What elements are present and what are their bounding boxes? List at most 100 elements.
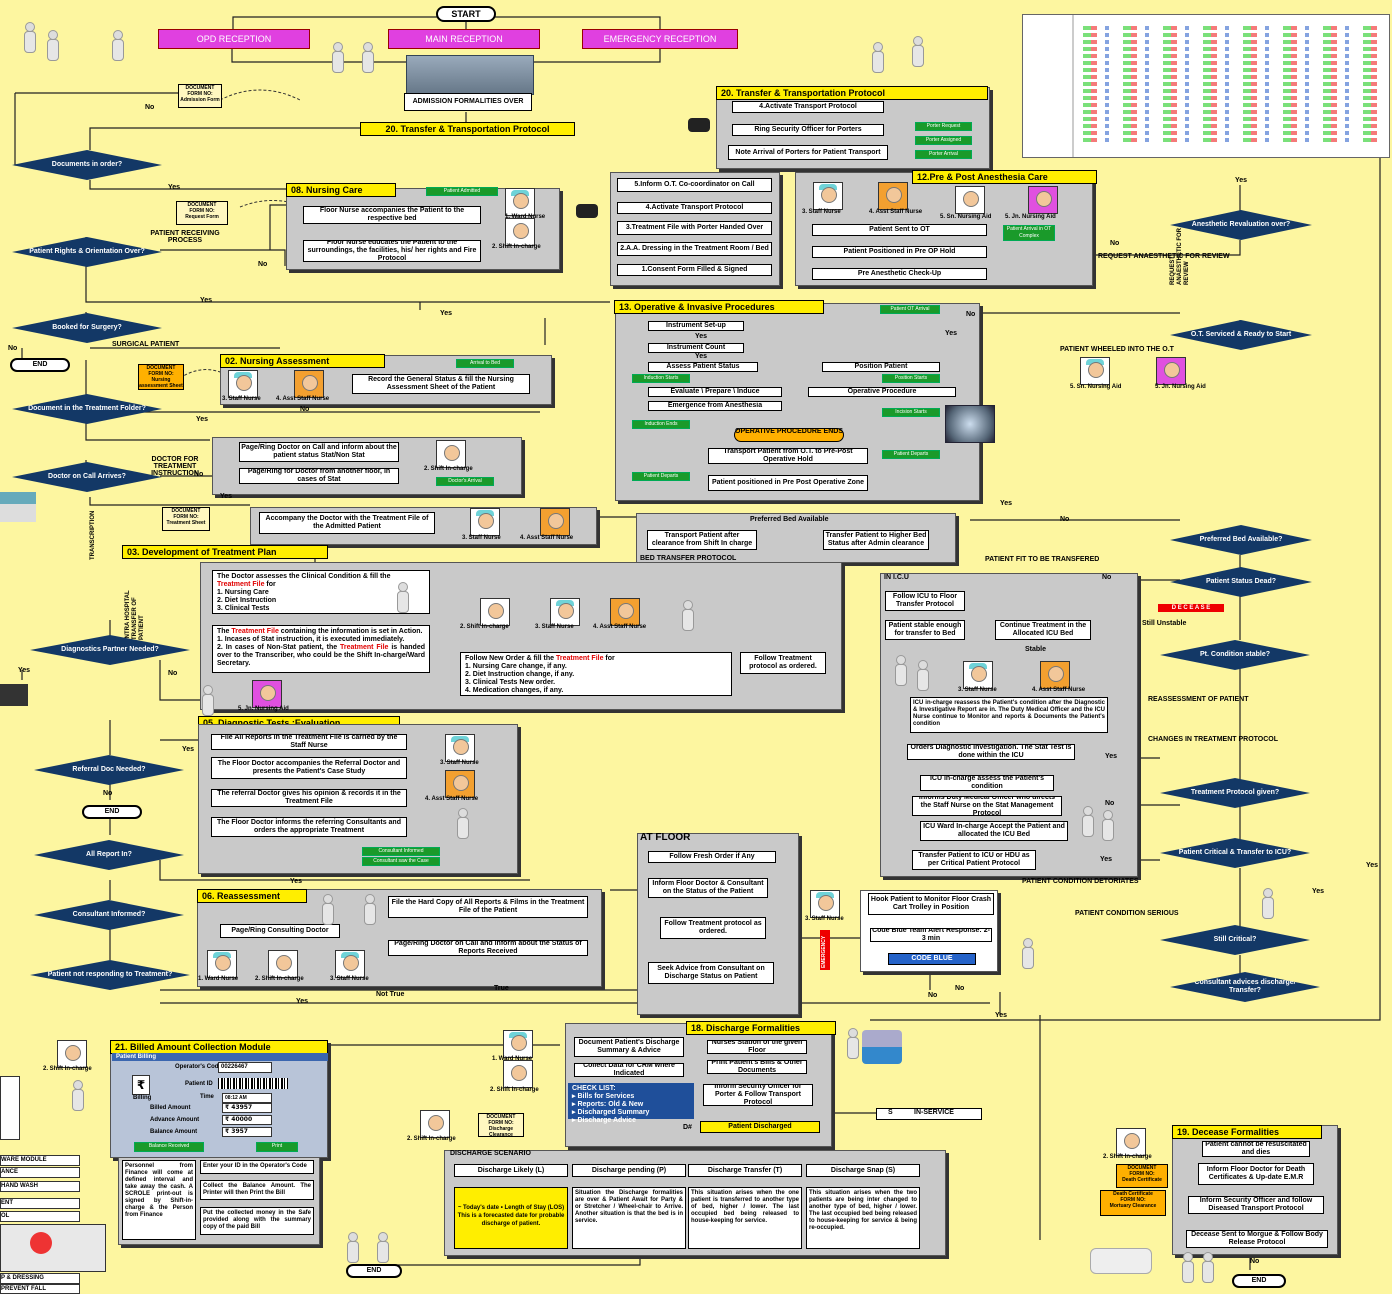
anesthesia-title: 12.Pre & Post Anesthesia Care — [912, 170, 1097, 184]
telephone-icon — [576, 204, 598, 218]
icu-reassess-box: ICU in-charge reassess the Patient's con… — [910, 697, 1108, 733]
operative-title: 13. Operative & Invasive Procedures — [614, 300, 824, 314]
text: Discharge Likely (L) — [477, 1166, 545, 1174]
condition-serious-label: PATIENT CONDITION SERIOUS — [1075, 910, 1179, 917]
collect-balance-box: Collect the Balance Amount. The Printer … — [200, 1180, 314, 1200]
person-figure — [870, 42, 884, 73]
no-label: No — [1060, 516, 1070, 523]
yes-label: Yes — [1235, 177, 1248, 184]
no-label: No — [194, 471, 204, 478]
person-figure — [845, 1028, 859, 1059]
text: is handed over to the Transcriber, who c… — [217, 644, 425, 667]
reassessment-label: REASSESSMENT OF PATIENT — [1148, 696, 1249, 703]
operator-code-field[interactable]: 00226467 — [218, 1062, 272, 1073]
operative-procedure-box: Operative Procedure — [808, 387, 956, 397]
text: Follow New Order & fill the — [465, 655, 557, 662]
activate-transport-box-2: 4.Activate Transport Protocol — [617, 202, 772, 214]
surgical-light-image — [945, 405, 995, 443]
emergency-badge — [820, 930, 830, 970]
floor-doctor-accompanies-box: The Floor Doctor accompanies the Referra… — [211, 757, 407, 779]
no-label: No — [300, 406, 310, 413]
arrival-ot-complex-tag: Patient Arrival in OT Complex — [1003, 225, 1055, 241]
person-figure — [22, 22, 36, 53]
person-figure — [1200, 1252, 1214, 1283]
person-figure — [915, 660, 929, 691]
transport-protocol-title: 20. Transfer & Transportation Protocol — [716, 86, 988, 100]
bed-transfer-protocol-label: BED TRANSFER PROTOCOL — [640, 555, 737, 562]
jn-nursing-aid-avatar — [1156, 357, 1186, 385]
jn-nursing-aid-label: 5. Jn. Nursing Aid — [238, 706, 289, 712]
document-discharge-clearance: DOCUMENT FORM NO: Discharge Clearance — [478, 1113, 524, 1138]
computer-desk-image — [0, 684, 28, 706]
patient-discharged-box: Patient Discharged — [700, 1121, 820, 1133]
text: Discharged Summary — [577, 1109, 650, 1116]
inform-floor-doctor-death-box: Inform Floor Doctor for Death Certificat… — [1198, 1163, 1314, 1185]
person-figure — [1260, 888, 1274, 919]
consultant-saw-case-tag: Consultant saw the Case — [362, 857, 440, 866]
shift-incharge-label: 2. Shift In-charge — [1103, 1154, 1152, 1160]
emergency-reception-header: EMERGENCY RECEPTION — [582, 29, 738, 49]
text: The — [217, 628, 232, 635]
porter-request-tag: Porter Request — [915, 122, 972, 131]
staff-label: 4. Asst Staff Nurse — [276, 396, 330, 402]
billing-subtitle: Patient Billing — [112, 1053, 328, 1061]
emergency-label: EMERGENCY — [821, 935, 827, 968]
no-label: No — [966, 311, 976, 318]
staff-label: 4. Asst Staff Nurse — [1032, 687, 1086, 693]
checklist-item: ▸ Discharged Summary — [572, 1109, 650, 1116]
put-money-box: Put the collected money in the Safe prov… — [200, 1207, 314, 1235]
intra-hospital-label: INTRA HOSPITAL TRANSFER OF PATIENT — [125, 590, 145, 640]
text: for 1. Nursing Care 2. Diet Instruction … — [217, 581, 277, 612]
still-unstable-label: Still Unstable — [1142, 620, 1187, 627]
no-label: No — [145, 104, 155, 111]
checklist-item: ▸ Bills for Services — [572, 1093, 635, 1100]
evaluate-prepare-box: Evaluate \ Prepare \ Induce — [648, 387, 782, 397]
discharge-transfer-header: Discharge Transfer (T) — [688, 1164, 802, 1177]
no-label: No — [1110, 240, 1120, 247]
no-label: No — [168, 670, 178, 677]
reassessment-title: 06. Reassessment — [197, 889, 307, 903]
induction-ends-tag: Induction Ends — [632, 420, 690, 429]
icu-accept-box: ICU Ward In-charge Accept the Patient an… — [920, 821, 1068, 841]
bed-status-box — [876, 1108, 982, 1120]
discharge-snap-header: Discharge Snap (S) — [806, 1164, 920, 1177]
consultant-informed-tag: Consultant Informed — [362, 847, 440, 856]
inform-security-box: Inform Security Officer for Porter & Fol… — [703, 1084, 813, 1106]
module-row: HAND WASH — [0, 1181, 80, 1192]
no-label: No — [1250, 1258, 1260, 1265]
balance-amount-field[interactable]: ₹ 3957 — [222, 1127, 272, 1137]
staff-label: 3. Staff Nurse — [805, 916, 844, 922]
no-label: No — [258, 261, 268, 268]
follow-fresh-order-box: Follow Fresh Order if Any — [648, 851, 776, 863]
yes-label: Yes — [168, 184, 181, 191]
page-doctor-reports-box: Page/Ring Doctor on Call and inform abou… — [388, 940, 588, 956]
document-mortuary-clearance: Death Certificate FORM NO: Mortuary Clea… — [1100, 1190, 1166, 1216]
operator-code-label: Operator's Code — [175, 1064, 222, 1070]
seek-advice-box: Seek Advice from Consultant on Discharge… — [648, 962, 774, 984]
person-figure — [1180, 1252, 1194, 1283]
emergence-box: Emergence from Anesthesia — [648, 401, 782, 411]
advance-amount-label: Advance Amount — [150, 1117, 200, 1123]
yes-label: Yes — [1100, 856, 1113, 863]
staff-label: 3. Staff Nurse — [535, 624, 574, 630]
staff-nurse-avatar — [810, 890, 840, 918]
porter-assigned-tag: Porter Assigned — [915, 136, 972, 145]
staff-label: 3. Staff Nurse — [440, 760, 479, 766]
inform-floor-doctor-box: Inform Floor Doctor & Consultant on the … — [648, 878, 768, 898]
shift-incharge-avatar — [436, 440, 466, 468]
discharge-checklist: CHECK LIST: ▸ Bills for Services ▸ Repor… — [568, 1083, 694, 1124]
person-figure — [375, 1232, 389, 1263]
sn-nursing-aid-avatar — [955, 186, 985, 214]
no-label: No — [103, 790, 113, 797]
personnel-finance-box: Personnel from Finance will come at defi… — [122, 1160, 196, 1240]
shift-incharge-label: 2. Shift In-charge — [490, 1087, 539, 1093]
fall-warning-icon — [30, 1232, 52, 1254]
balance-received-button[interactable]: Balance Received — [134, 1142, 204, 1152]
person-figure — [455, 808, 469, 839]
ot-arrival-tag: Patient OT Arrival — [880, 305, 940, 314]
bed-status-inservice: IN-SERVICE — [914, 1109, 954, 1116]
code-blue-badge: CODE BLUE — [888, 953, 976, 965]
higher-bed-box: Transfer Patient to Higher Bed Status af… — [823, 530, 929, 550]
print-button[interactable]: Print — [256, 1142, 298, 1152]
person-figure — [320, 894, 334, 925]
